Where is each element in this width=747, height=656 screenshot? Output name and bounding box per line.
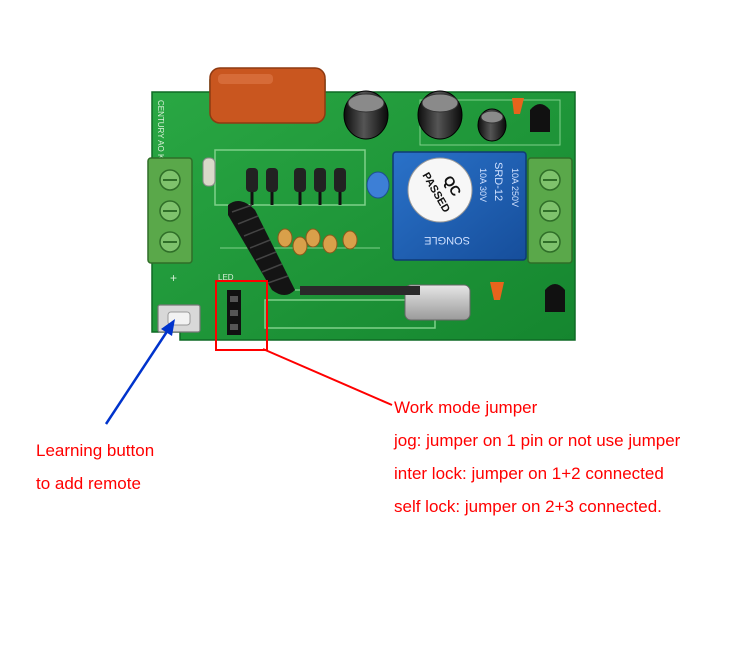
learning-arrow — [104, 319, 175, 425]
transistors — [530, 104, 565, 312]
relay-brand: SONGLE — [424, 234, 470, 246]
jumper-caption-jog: jog: jumper on 1 pin or not use jumper — [394, 431, 681, 450]
right-screw-terminal — [527, 157, 573, 264]
left-screw-terminal — [147, 157, 193, 264]
learning-caption-line2: to add remote — [36, 474, 141, 493]
small-capacitors — [490, 98, 524, 300]
electrolytic-capacitors — [343, 90, 507, 142]
jumper-caption-selflock: self lock: jumper on 2+3 connected. — [394, 497, 662, 516]
ceramic-capacitor — [366, 171, 390, 199]
glass-diode — [202, 157, 216, 187]
learning-caption-line1: Learning button — [36, 441, 155, 460]
resistors — [277, 228, 358, 256]
qc-sticker: QC PASSED — [407, 157, 473, 223]
plus-label: + — [170, 271, 177, 285]
jumper-highlight-box — [215, 280, 268, 351]
relay-rating-1: 10A 250V — [510, 168, 520, 207]
crystal-oscillator — [404, 284, 471, 321]
jumper-caption-title: Work mode jumper — [394, 398, 538, 417]
silk-edge-label: CENTURY AO KE — [156, 100, 165, 165]
jumper-caption: Work mode jumper jog: jumper on 1 pin or… — [394, 391, 680, 523]
learning-button-caption: Learning button to add remote — [36, 434, 154, 500]
relay-model: SRD-12 — [492, 162, 504, 201]
led-label: LED — [218, 273, 234, 282]
diode-bodies — [246, 168, 346, 192]
ic-strip — [300, 286, 420, 295]
jumper-leader-line — [262, 348, 393, 406]
relay-rating-2: 10A 30V — [478, 168, 488, 202]
antenna-coil — [228, 201, 295, 295]
jumper-header — [227, 290, 241, 335]
film-capacitor — [209, 67, 326, 124]
jumper-caption-interlock: inter lock: jumper on 1+2 connected — [394, 464, 664, 483]
